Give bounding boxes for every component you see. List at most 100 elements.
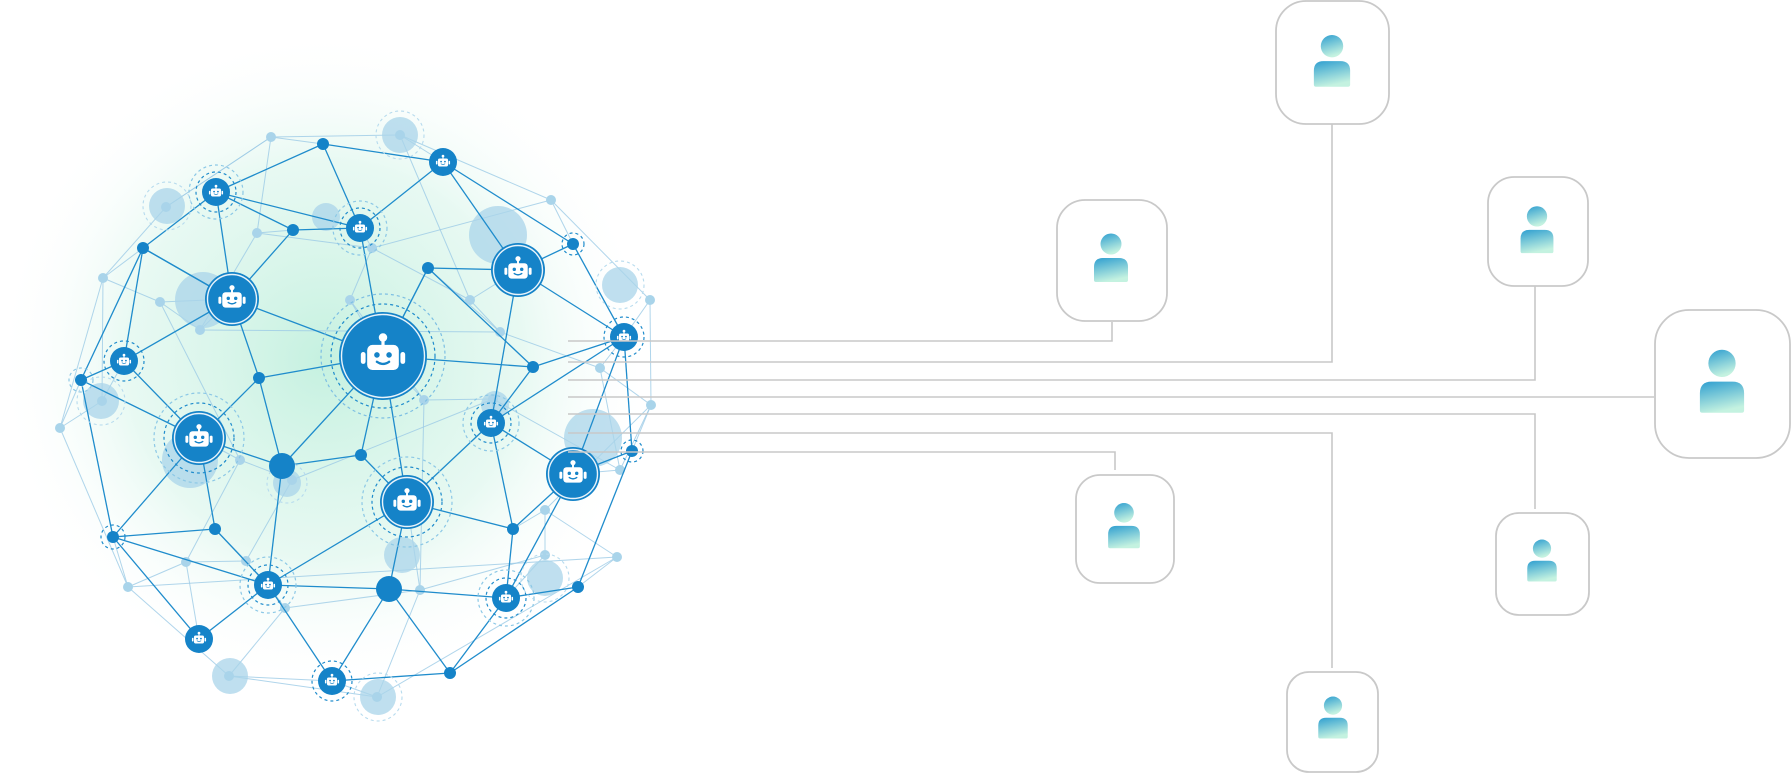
- background-node: [595, 363, 605, 373]
- background-node: [235, 455, 245, 465]
- node-halo: [142, 181, 192, 231]
- network-dot: [287, 224, 299, 236]
- node-halo: [266, 462, 308, 504]
- background-node: [465, 295, 475, 305]
- robot-node: [318, 667, 346, 695]
- robot-node: [205, 272, 259, 326]
- network-dot: [317, 138, 329, 150]
- robot-node: [429, 148, 457, 176]
- background-edge: [270, 134, 401, 138]
- node-halo: [320, 293, 446, 419]
- network-edge: [449, 597, 507, 674]
- network-edge: [490, 422, 514, 530]
- node-halo: [153, 392, 245, 484]
- background-edge: [112, 536, 129, 588]
- background-node: [98, 273, 108, 283]
- node-halo: [100, 524, 126, 550]
- user-card-1: [1056, 199, 1168, 322]
- background-node: [645, 295, 655, 305]
- background-edge: [228, 675, 378, 698]
- node-halo: [520, 553, 570, 603]
- background-edge: [102, 277, 161, 303]
- network-edge: [359, 161, 444, 229]
- network-dot: [507, 523, 519, 535]
- background-edge: [185, 459, 241, 563]
- robot-node: [610, 323, 638, 351]
- background-node: [161, 202, 171, 212]
- background-node: [155, 297, 165, 307]
- background-edge: [127, 561, 187, 588]
- background-edge: [59, 427, 129, 588]
- network-nodes: [75, 138, 638, 695]
- node-halo: [247, 564, 289, 606]
- connector-lines: [568, 124, 1654, 668]
- robot-node: [492, 584, 520, 612]
- user-card-6: [1495, 512, 1590, 616]
- background-node: [395, 130, 405, 140]
- node-halos: [68, 110, 645, 722]
- network-edge: [215, 191, 361, 229]
- connector-line-3: [568, 286, 1536, 381]
- robot-node: [110, 347, 138, 375]
- network-dot: [444, 667, 456, 679]
- background-edge: [399, 134, 471, 301]
- robot-node: [346, 214, 374, 242]
- background-node: [55, 423, 65, 433]
- background-node: [345, 295, 355, 305]
- background-edge: [419, 554, 546, 591]
- robot-node: [477, 409, 505, 437]
- node-halo: [195, 171, 237, 213]
- network-dot: [567, 238, 579, 250]
- network-edge: [267, 584, 333, 682]
- background-edge: [291, 398, 494, 481]
- background-node: [495, 327, 505, 337]
- robot-node: [491, 243, 545, 297]
- background-edge: [127, 586, 230, 677]
- network-dot: [137, 242, 149, 254]
- user-card-2: [1275, 0, 1390, 125]
- background-edge: [256, 232, 373, 249]
- background-node: [540, 505, 550, 515]
- background-node: [97, 396, 107, 406]
- node-halo: [76, 376, 126, 426]
- background-node: [312, 203, 340, 231]
- network-edge: [112, 528, 216, 538]
- robot-node: [202, 178, 230, 206]
- user-card-4: [1654, 309, 1791, 459]
- background-edge: [550, 199, 574, 245]
- network-dot: [107, 531, 119, 543]
- network-edge: [258, 377, 283, 467]
- network-dot: [75, 374, 87, 386]
- network-edge: [112, 536, 269, 586]
- background-edge: [59, 379, 82, 429]
- connector-line-7: [568, 451, 1116, 470]
- network-edge: [198, 584, 269, 640]
- node-halo: [332, 200, 388, 256]
- background-edge: [469, 299, 501, 333]
- background-edge: [159, 301, 241, 461]
- network-dot: [376, 576, 402, 602]
- background-edge: [256, 229, 294, 234]
- node-halo: [68, 367, 94, 393]
- robot-node: [339, 312, 427, 400]
- node-halo: [603, 316, 645, 358]
- node-halo: [470, 402, 512, 444]
- node-halo: [188, 164, 244, 220]
- background-edge: [371, 199, 552, 249]
- background-edge: [256, 136, 272, 234]
- connector-line-5: [568, 413, 1536, 509]
- network-edge: [331, 588, 390, 682]
- background-edge: [349, 247, 373, 301]
- network-dot: [527, 361, 539, 373]
- network-dot: [422, 262, 434, 274]
- background-edge: [185, 560, 247, 563]
- user-card-5: [1075, 474, 1175, 584]
- network-dot: [209, 523, 221, 535]
- network-edge: [142, 191, 217, 249]
- robot-node: [172, 411, 226, 465]
- network-edge: [123, 247, 144, 362]
- robot-node: [185, 625, 213, 653]
- network-dot: [626, 445, 638, 457]
- network-edge: [322, 143, 444, 163]
